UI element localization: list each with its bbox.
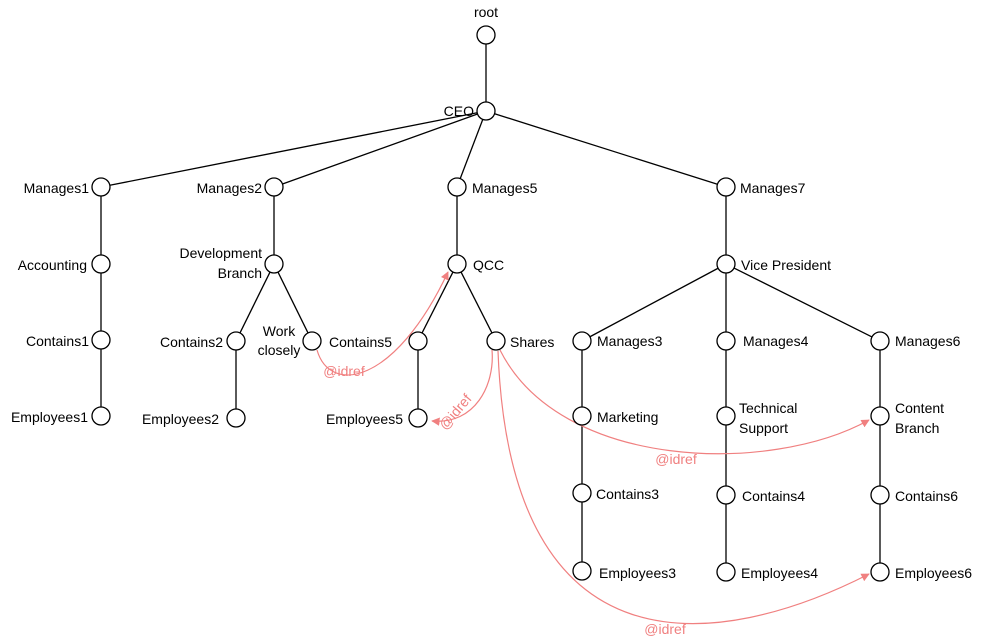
idref-label: @idref [644,621,686,637]
node-employees1[interactable] [91,406,111,426]
idref-arrow-workclosely-qcc [316,271,449,376]
label-manages5: Manages5 [472,180,538,196]
node-manages6[interactable] [870,331,890,351]
edge-ceo-manages7 [494,113,718,185]
label-accounting: Accounting [18,257,87,273]
label-devbranch: Branch [218,265,262,281]
node-manages2[interactable] [264,177,284,197]
label-employees6: Employees6 [895,565,972,581]
idref-arrow-shares-employees5 [431,349,493,426]
node-contains6[interactable] [870,485,890,505]
idref-label: @idref [323,363,365,379]
label-employees5: Employees5 [326,411,403,427]
label-root: root [474,4,498,20]
node-contains5[interactable] [408,331,428,351]
label-contains4: Contains4 [742,488,805,504]
label-techsupport: Technical [739,400,797,416]
label-employees2: Employees2 [142,411,219,427]
idref-label: @idref [655,451,697,467]
label-qcc: QCC [473,257,504,273]
label-employees4: Employees4 [741,565,818,581]
label-workclosely: closely [258,342,301,358]
label-manages6: Manages6 [895,333,961,349]
label-manages2: Manages2 [197,180,263,196]
node-vp[interactable] [716,254,736,274]
node-qcc[interactable] [447,254,467,274]
label-vp: Vice President [741,257,831,273]
edge-qcc-contains5 [421,271,454,334]
node-shares[interactable] [486,331,506,351]
node-manages3[interactable] [572,331,592,351]
node-manages5[interactable] [447,177,467,197]
node-contentbranch[interactable] [870,406,890,426]
edge-devbranch-contains2 [239,271,271,334]
edge-vp-manages6 [733,267,873,338]
label-marketing: Marketing [597,409,658,425]
label-employees1: Employees1 [11,409,88,425]
node-contains2[interactable] [226,331,246,351]
label-devbranch: Development [180,245,263,261]
node-devbranch[interactable] [264,254,284,274]
edge-ceo-manages5 [459,119,484,179]
node-employees3[interactable] [572,561,592,581]
label-contentbranch: Content [895,400,944,416]
tree-nodes [91,25,890,582]
label-manages4: Manages4 [743,333,809,349]
edge-qcc-shares [460,271,493,334]
tree-edges [100,44,881,563]
node-techsupport[interactable] [716,406,736,426]
label-contentbranch: Branch [895,420,939,436]
edge-ceo-manages2 [282,113,478,185]
idref-links: @idref@idref@idref@idref [316,271,870,637]
node-accounting[interactable] [91,254,111,274]
label-shares: Shares [510,334,554,350]
node-contains1[interactable] [91,330,111,350]
label-manages7: Manages7 [740,180,806,196]
node-contains3[interactable] [572,483,592,503]
node-ceo[interactable] [476,101,496,121]
edge-vp-manages3 [589,267,719,338]
node-root[interactable] [476,25,496,45]
edge-devbranch-workclosely [277,271,309,334]
node-employees5[interactable] [408,408,428,428]
label-contains5: Contains5 [329,334,392,350]
label-ceo: CEO [444,103,474,119]
label-manages1: Manages1 [24,180,90,196]
node-employees4[interactable] [716,562,736,582]
node-marketing[interactable] [572,406,592,426]
label-contains3: Contains3 [596,486,659,502]
idref-arrow-shares-contentbranch [499,349,870,455]
label-employees3: Employees3 [599,565,676,581]
node-manages1[interactable] [91,177,111,197]
label-manages3: Manages3 [597,333,663,349]
label-contains1: Contains1 [26,333,89,349]
label-workclosely: Work [263,323,296,339]
label-contains2: Contains2 [160,334,223,350]
node-contains4[interactable] [716,485,736,505]
label-techsupport: Support [739,420,788,436]
node-manages7[interactable] [716,177,736,197]
node-manages4[interactable] [716,331,736,351]
node-employees6[interactable] [870,562,890,582]
node-workclosely[interactable] [302,331,322,351]
node-employees2[interactable] [226,408,246,428]
label-contains6: Contains6 [895,488,958,504]
idref-arrow-shares-employees6 [497,350,870,625]
edge-ceo-manages1 [109,112,478,186]
